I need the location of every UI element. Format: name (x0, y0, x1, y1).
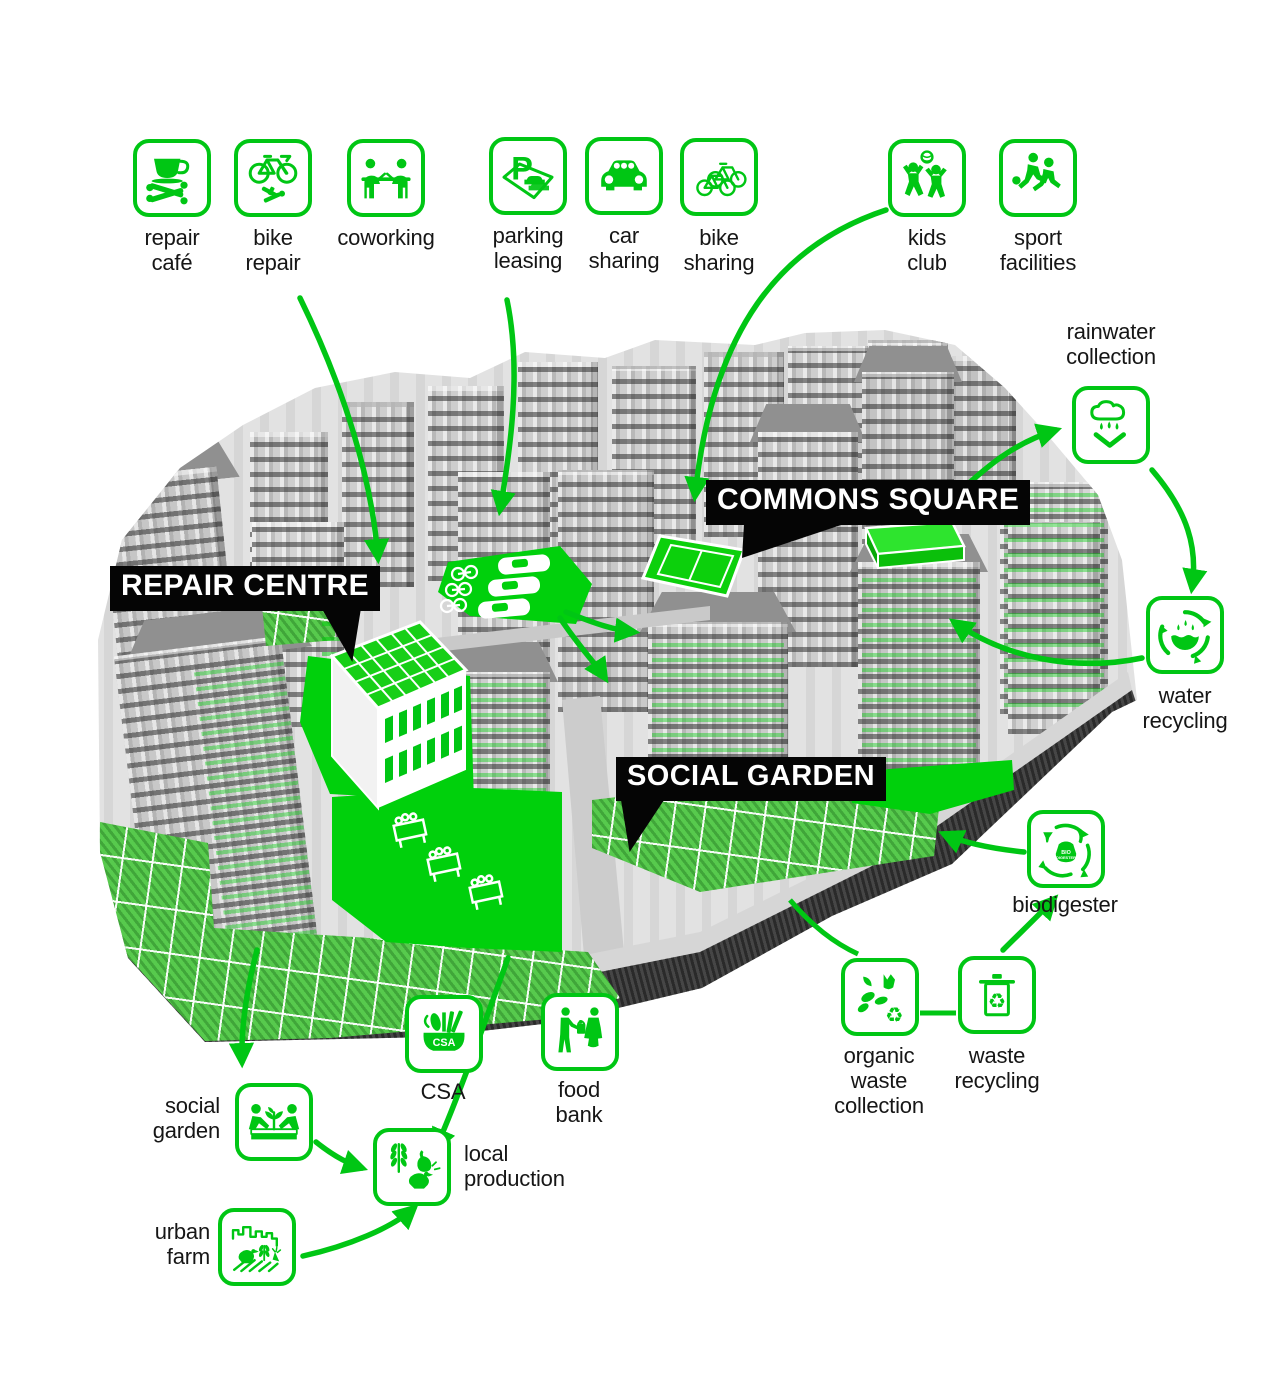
kids-club-icon (888, 139, 966, 217)
bike-sharing-label: bike sharing (683, 225, 755, 275)
car-sharing-icon (585, 137, 663, 215)
social-garden-banner: SOCIAL GARDEN (616, 757, 886, 801)
organic-waste-collection-icon (841, 958, 919, 1036)
csa-icon (405, 995, 483, 1073)
repair-centre-banner: REPAIR CENTRE (110, 566, 380, 611)
bike-repair-label: bike repair (245, 225, 301, 275)
building (558, 470, 654, 712)
repair-cafe-icon (133, 139, 211, 217)
sport-facilities-label: sport facilities (999, 225, 1077, 275)
parking-leasing-label: parking leasing (492, 223, 564, 273)
bike-sharing-icon (680, 138, 758, 216)
car-sharing-label: car sharing (588, 223, 660, 273)
food-bank-icon (541, 993, 619, 1071)
waste-recycling-icon (958, 956, 1036, 1034)
water-recycling-label: water recycling (1142, 683, 1228, 733)
arrow-social-garden-to-local-production (313, 1139, 369, 1174)
rainwater-collection-label: rainwater collection (1066, 319, 1156, 369)
local-production-label: local production (464, 1141, 565, 1191)
coworking-icon (347, 139, 425, 217)
sport-facilities-icon (999, 139, 1077, 217)
biodigester-icon (1027, 810, 1105, 888)
csa-label: CSA (420, 1079, 466, 1104)
organic-waste-collection-label: organic waste collection (834, 1043, 924, 1118)
social-garden-label: social garden (152, 1093, 221, 1143)
parking-leasing-icon (489, 137, 567, 215)
waste-recycling-label: waste recycling (954, 1043, 1040, 1093)
building (342, 402, 414, 587)
bike-repair-icon (234, 139, 312, 217)
food-bank-label: food bank (555, 1077, 603, 1127)
biodigester-label: biodigester (1012, 892, 1118, 917)
local-production-icon (373, 1128, 451, 1206)
commons-square-banner: COMMONS SQUARE (706, 480, 1031, 525)
rainwater-collection-icon (1072, 386, 1150, 464)
kids-club-label: kids club (907, 225, 947, 275)
arrow-rainwater-to-water-recycling (1149, 467, 1208, 595)
coworking-label: coworking (337, 225, 435, 250)
urban-farm-label: urban farm (154, 1219, 210, 1269)
social-garden-icon (235, 1083, 313, 1161)
water-recycling-icon (1146, 596, 1224, 674)
repair-cafe-label: repair café (144, 225, 200, 275)
urban-farm-icon (218, 1208, 296, 1286)
arrow-urban-farm-to-local-production (300, 1203, 419, 1259)
